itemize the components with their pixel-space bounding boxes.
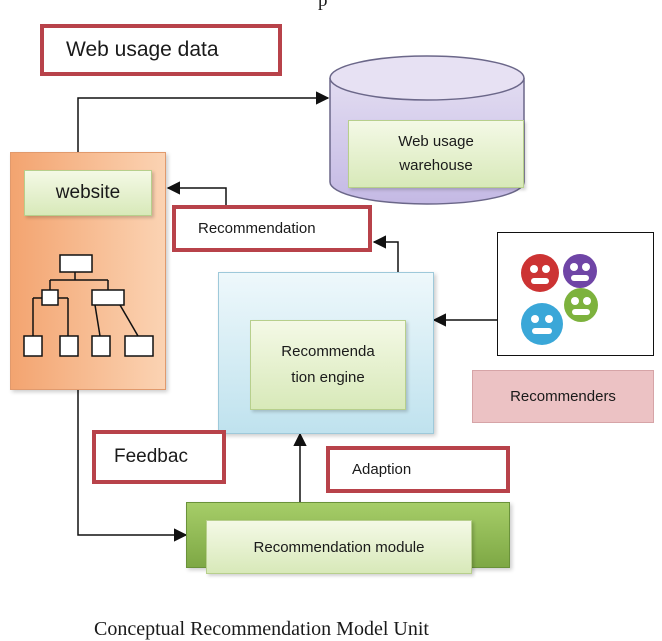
engine-label-box: Recommenda tion engine (250, 320, 406, 410)
recommendation-to-website-arrow (166, 181, 227, 207)
recommenders-picture (497, 232, 654, 356)
faces-icon (521, 254, 598, 345)
recommendation-label: Recommendation (198, 220, 316, 237)
engine-label: Recommenda tion engine (281, 343, 375, 386)
green-face-icon (564, 288, 598, 322)
web-usage-data-box: Web usage data (40, 24, 282, 76)
purple-face-icon (563, 254, 597, 288)
warehouse-label-box: Web usage warehouse (348, 120, 524, 188)
bottom-caption: Conceptual Recommendation Model Unit (94, 618, 429, 640)
recommenders-label: Recommenders (510, 388, 616, 405)
warehouse-label: Web usage warehouse (398, 133, 474, 174)
feedback-box: Feedbac (92, 430, 226, 484)
red-face-icon (521, 254, 559, 292)
top-caption: p (318, 0, 328, 11)
adaption-label: Adaption (352, 461, 412, 478)
website-label-box: website (24, 170, 152, 216)
adaption-box: Adaption (326, 446, 510, 493)
feedback-arrow (77, 390, 188, 542)
blue-face-icon (521, 303, 563, 345)
site-tree-icon (23, 254, 154, 357)
web-usage-data-label: Web usage data (66, 38, 219, 61)
module-label-box: Recommendation module (206, 520, 472, 574)
website-label: website (55, 182, 121, 203)
recommenders-box: Recommenders (472, 370, 654, 423)
module-label: Recommendation module (253, 538, 425, 556)
website-to-warehouse-arrow (77, 91, 330, 152)
feedback-label: Feedbac (114, 446, 188, 467)
engine-to-recommendation-arrow (372, 235, 399, 272)
recommendation-box: Recommendation (172, 205, 372, 252)
